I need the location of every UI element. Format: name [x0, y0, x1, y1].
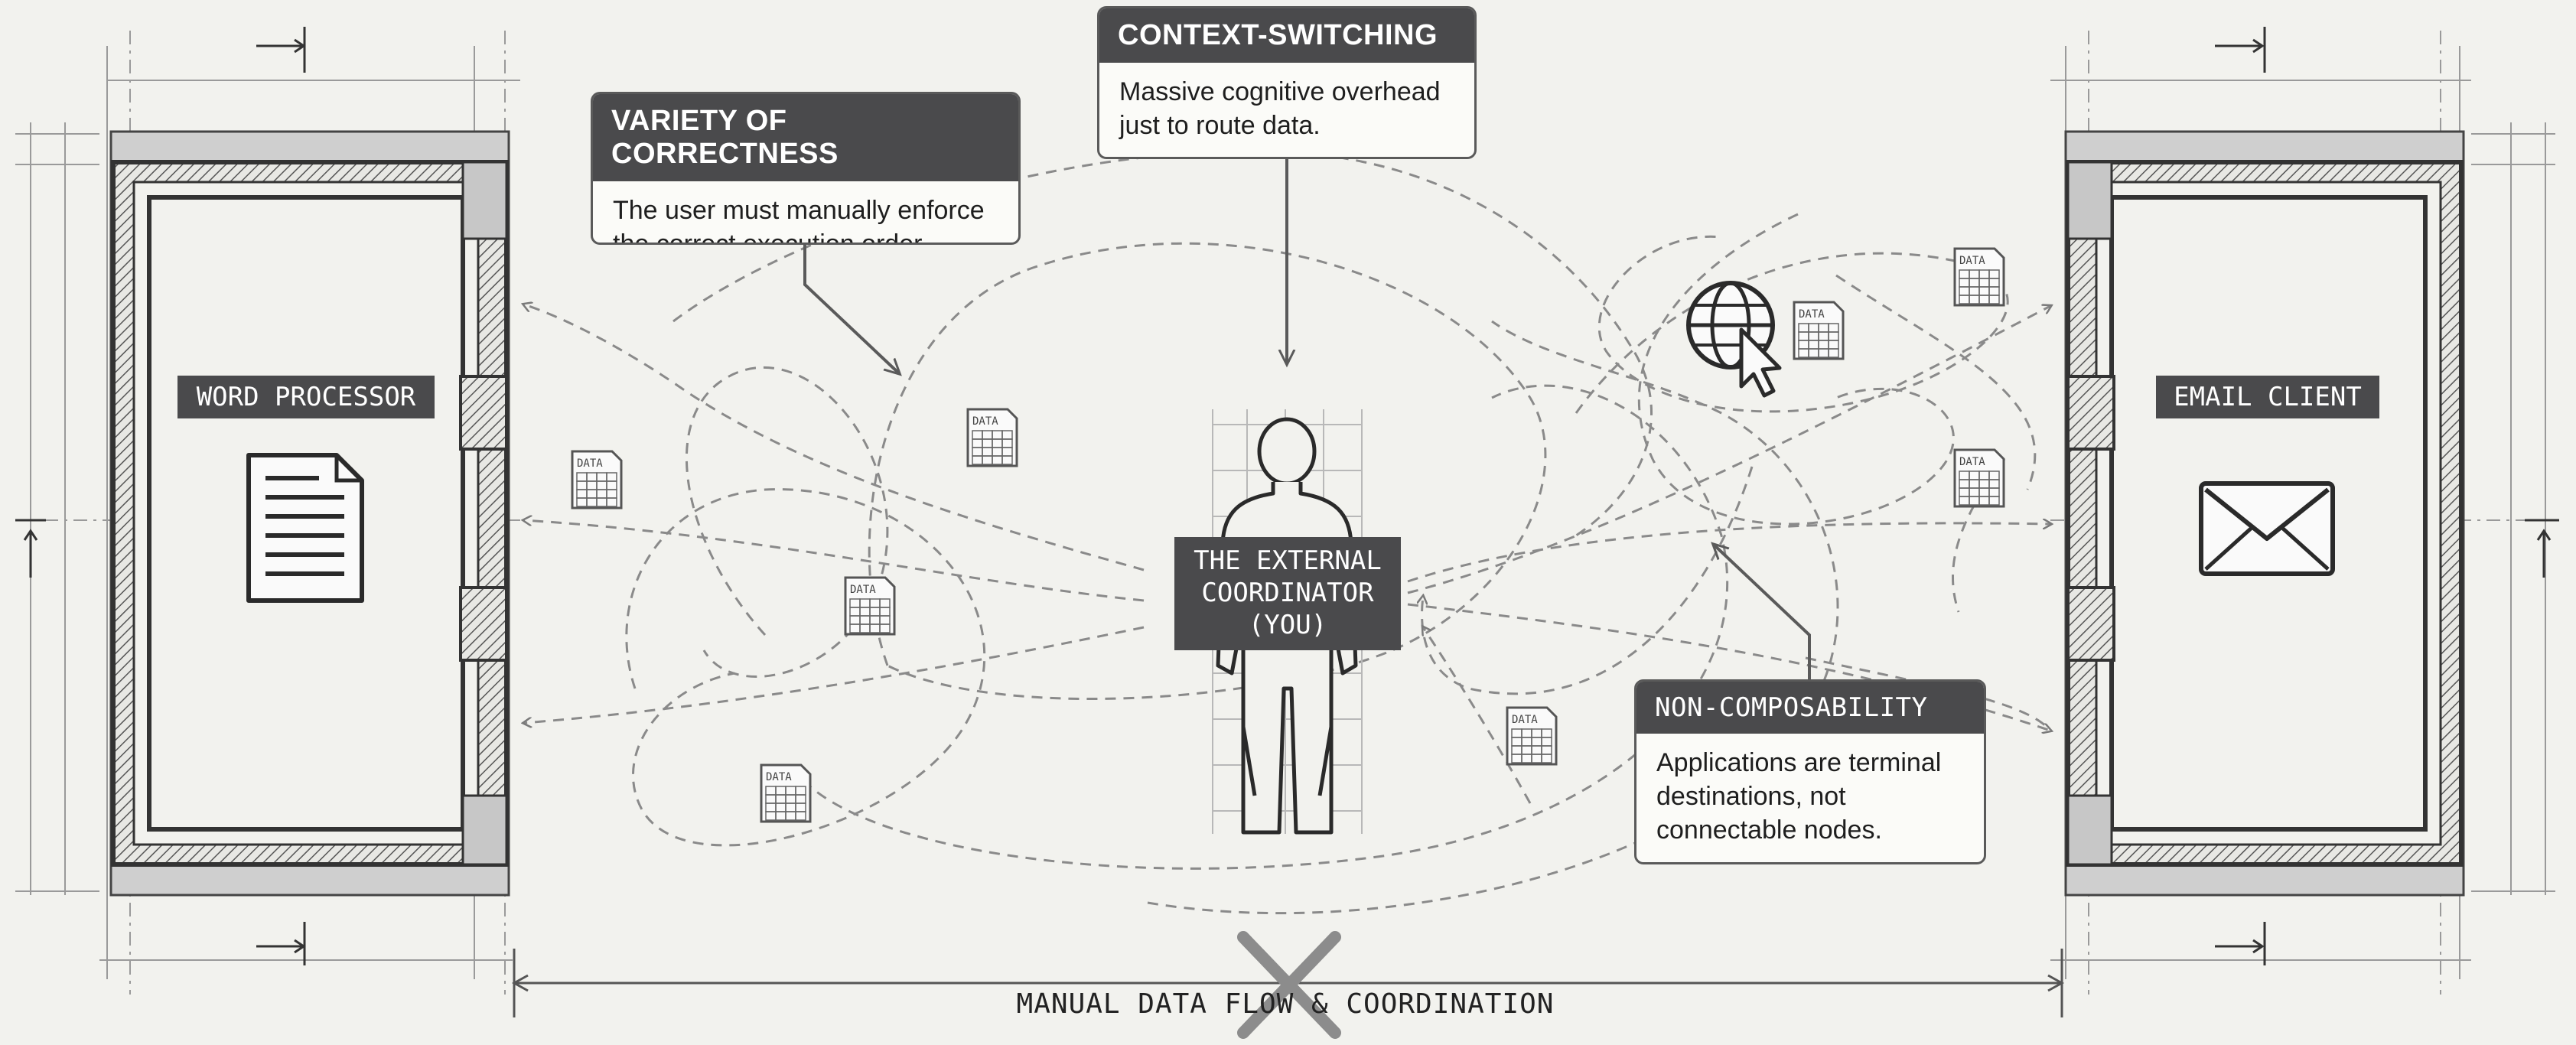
cross-icon [1237, 931, 1341, 1039]
data-file-icon: DATA [1953, 247, 2005, 307]
callout-context-switching: CONTEXT-SWITCHING Massive cognitive over… [1097, 6, 1477, 159]
manual-data-flow-label: MANUAL DATA FLOW & COORDINATION [1016, 988, 1555, 1020]
callout-title: CONTEXT-SWITCHING [1099, 8, 1474, 63]
word-processor-window [15, 27, 520, 995]
callout-title: VARIETY OF CORRECTNESS [593, 94, 1018, 181]
callout-body: Massive cognitive overhead just to route… [1119, 77, 1441, 140]
data-file-icon: DATA [844, 576, 896, 636]
document-icon [246, 453, 364, 603]
data-files: DATA DATA DATA DATA DATA DATA DATA DATA [571, 247, 2005, 823]
coordinator-label-line-3: (YOU) [1248, 610, 1327, 640]
data-file-icon: DATA [1793, 301, 1845, 360]
callout-variety-of-correctness: VARIETY OF CORRECTNESS The user must man… [591, 92, 1021, 245]
envelope-icon [2199, 481, 2335, 576]
data-file-icon: DATA [1506, 706, 1558, 766]
callout-body: The user must manually enforce the corre… [613, 196, 985, 245]
globe-cursor-icon [1686, 281, 1782, 398]
callout-title: NON-COMPOSABILITY [1636, 682, 1984, 734]
data-file-tag: DATA [1959, 456, 1985, 468]
data-file-icon: DATA [1953, 448, 2005, 508]
data-file-tag: DATA [766, 771, 792, 783]
data-file-tag: DATA [577, 457, 603, 470]
email-client-window [2050, 27, 2563, 995]
coordinator-label-line-1: THE EXTERNAL [1194, 545, 1382, 576]
data-file-icon: DATA [966, 408, 1018, 467]
data-file-icon: DATA [571, 450, 623, 509]
data-file-tag: DATA [1799, 308, 1825, 321]
callout-pointers [803, 157, 1811, 685]
data-file-tag: DATA [1959, 255, 1985, 267]
coordinator-label-line-2: COORDINATOR [1201, 578, 1374, 608]
callout-body: Applications are terminal destinations, … [1656, 748, 1942, 845]
data-file-icon: DATA [760, 763, 812, 823]
email-client-label: EMAIL CLIENT [2156, 376, 2379, 418]
word-processor-label: WORD PROCESSOR [177, 376, 435, 418]
data-file-tag: DATA [972, 415, 998, 428]
data-file-tag: DATA [850, 584, 876, 596]
coordinator-label: THE EXTERNAL COORDINATOR (YOU) [1174, 537, 1401, 650]
callout-non-composability: NON-COMPOSABILITY Applications are termi… [1634, 679, 1986, 864]
data-file-tag: DATA [1512, 714, 1538, 726]
